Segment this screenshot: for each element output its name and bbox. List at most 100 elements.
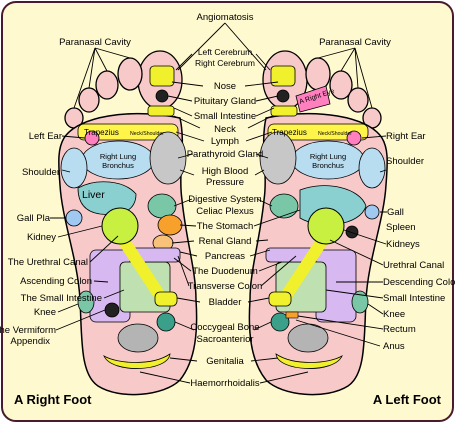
left-lung-2: Bronchus [312, 161, 344, 170]
high-blood-pressure-1: High Blood [202, 166, 248, 177]
left-toe-4 [347, 87, 369, 113]
left-cerebrum: Left Cerebrum [198, 47, 252, 57]
left-lung-1: Right Lung [310, 152, 346, 161]
right-toe-3 [95, 70, 119, 100]
haemorrhoidalis: Haemorrhoidalis [190, 378, 259, 389]
right-coccygeal-zone [156, 312, 176, 332]
right-ear: Right Ear [386, 131, 426, 142]
renal-gland: Renal Gland [199, 236, 252, 247]
left-toe-2 [305, 57, 331, 91]
right-pituitary-zone [155, 89, 169, 103]
small-intestine-right-foot: The Small Intestine [21, 293, 102, 304]
right-digestive-zone [147, 193, 177, 219]
anus: Anus [383, 341, 405, 352]
angiomatosis: Angiomatosis [196, 12, 253, 23]
left-neck-zone [270, 105, 298, 117]
descending-colon: Descending Colon [383, 277, 455, 288]
lymph: Lymph [211, 136, 239, 147]
shoulder-right-foot: Shoulder [22, 167, 60, 178]
right-knee-zone [77, 290, 95, 314]
left-bladder-zone [268, 291, 292, 307]
left-brain-zone [270, 65, 296, 87]
right-thyroid-zone [149, 131, 187, 185]
rectum-zone [285, 311, 299, 319]
left-ear-zone [346, 130, 362, 146]
shoulder-left-foot: Shoulder [386, 156, 424, 167]
right-trapezius-zone [77, 123, 179, 141]
knee-right-foot: Knee [34, 307, 56, 318]
trapezius-right: Trapezius [84, 128, 119, 137]
small-intestine-left-foot: Small Intestine [383, 293, 445, 304]
paranasal-cavity-right: Paranasal Cavity [59, 37, 131, 48]
liver: Liver [82, 189, 105, 201]
right-vermiform-zone [104, 302, 120, 318]
pituitary-gland: Pituitary Gland [194, 96, 256, 107]
transverse-colon: Transverse Colon [188, 281, 263, 292]
left-kidney-zone [307, 207, 345, 245]
paranasal-cavity-left: Paranasal Cavity [319, 37, 391, 48]
left-knee-zone [351, 290, 369, 314]
right-foot [58, 50, 198, 396]
left-genitalia-zone [275, 353, 343, 369]
sacroanterior: Sacroanterior [196, 334, 253, 345]
knee-left-foot: Knee [383, 309, 405, 320]
left-ear: Left Ear [29, 131, 62, 142]
digestive-system: Digestive System [188, 194, 261, 205]
right-stomach-zone [157, 214, 183, 236]
high-blood-pressure-2: Pressure [206, 177, 244, 188]
spleen: Spleen [386, 222, 416, 233]
left-trapezius-zone [267, 123, 369, 141]
gall-pla-zone [65, 209, 83, 227]
left-digestive-zone [269, 193, 299, 219]
right-kidney-zone [101, 207, 139, 245]
left-foot-title: A Left Foot [373, 392, 442, 407]
ascending-colon: Ascending Colon [20, 276, 92, 287]
foot-titles: A Right Foot A Left Foot [14, 392, 442, 407]
right-eye-zone [295, 85, 331, 113]
pancreas: Pancreas [205, 251, 245, 262]
rectum: Rectum [383, 324, 416, 335]
neck-shoulder-left: Neck/Shoulder [318, 131, 352, 137]
right-toe-4 [78, 87, 100, 113]
gall-pla: Gall Pla [17, 213, 51, 224]
neck: Neck [214, 124, 236, 135]
right-heel-zone [117, 323, 159, 353]
right-lung-2: Bronchus [102, 161, 134, 170]
vermiform-1: The Vermiform [0, 325, 56, 336]
parathyroid-gland: Parathyroid Gland [187, 149, 264, 160]
leader-lines [50, 22, 387, 384]
nose: Nose [214, 81, 236, 92]
gall: Gall [387, 207, 404, 218]
label-layer: Angiomatosis Paranasal Cavity Paranasal … [0, 12, 455, 389]
left-pituitary-zone [276, 89, 290, 103]
right-brain-zone [149, 65, 175, 87]
the-duodenum: The Duodenum [192, 266, 258, 277]
right-foot-title: A Right Foot [14, 392, 92, 407]
urethral-canal-right-foot: The Urethral Canal [8, 257, 88, 268]
right-shoulder-zone [60, 147, 88, 189]
the-stomach: The Stomach [197, 221, 254, 232]
right-lung-1: Right Lung [100, 152, 136, 161]
neck-shoulder-right: Neck/Shoulder [130, 131, 164, 137]
bladder: Bladder [209, 297, 242, 308]
urethral-canal-left-foot: Urethral Canal [383, 260, 444, 271]
right-bladder-zone [154, 291, 178, 307]
kidneys: Kidneys [386, 239, 420, 250]
right-toe-2 [117, 57, 143, 91]
kidney: Kidney [27, 232, 56, 243]
genitalia: Genitalia [206, 356, 244, 367]
trapezius-left: Trapezius [272, 128, 307, 137]
coccygeal-bone: Coccygeal Bone [190, 322, 259, 333]
celiac-plexus: Celiac Plexus [196, 206, 254, 217]
left-foot [248, 50, 388, 396]
vermiform-2: Appendix [10, 336, 50, 347]
gall-zone [364, 204, 380, 220]
spleen-zone [345, 225, 359, 239]
right-cerebrum: Right Cerebrum [195, 58, 255, 68]
left-shoulder-zone [358, 147, 386, 189]
right-neck-zone [147, 105, 175, 117]
right-genitalia-zone [103, 353, 171, 369]
small-intestine-top: Small Intestine [194, 111, 256, 122]
left-thyroid-zone [259, 131, 297, 185]
